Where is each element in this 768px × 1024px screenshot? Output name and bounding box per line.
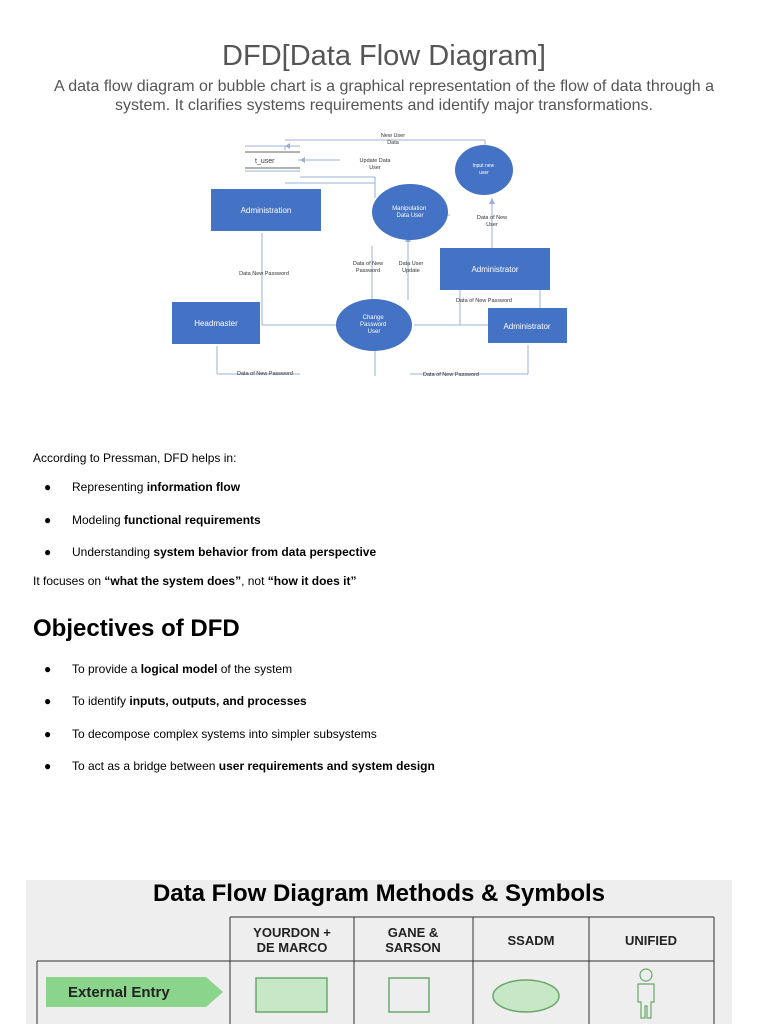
external-entry-label: External Entry xyxy=(68,984,170,1001)
svg-text:Input new user: Input new user xyxy=(472,163,495,176)
unified-actor-icon xyxy=(637,968,655,1019)
administrator-entity-2 xyxy=(488,308,567,343)
bullet-icon: ● xyxy=(44,694,52,708)
bullet-icon: ● xyxy=(44,662,52,676)
svg-text:Data of New Password: Data of New Password xyxy=(423,372,479,378)
svg-text:Administration: Administration xyxy=(241,206,292,215)
methods-symbols-figure: Data Flow Diagram Methods & Symbols YOUR… xyxy=(26,880,732,1024)
page-title: DFD[Data Flow Diagram] xyxy=(222,40,546,72)
svg-text:Data New Password: Data New Password xyxy=(239,271,289,277)
input-new-user-process xyxy=(455,145,513,195)
svg-text:Data of New Password: Data of New Password xyxy=(237,371,293,377)
bullet-icon: ● xyxy=(44,727,52,741)
svg-text:Headmaster: Headmaster xyxy=(194,319,238,328)
bullet-icon: ● xyxy=(44,480,52,494)
bullet-icon: ● xyxy=(44,759,52,773)
ssadm-oval-symbol xyxy=(492,979,560,1013)
manipulation-data-user-process xyxy=(372,184,448,240)
objectives-heading: Objectives of DFD xyxy=(33,615,240,642)
gane-sarson-square-symbol xyxy=(388,977,430,1013)
pressman-intro: According to Pressman, DFD helps in: xyxy=(33,451,237,465)
column-ssadm: SSADM xyxy=(508,933,555,948)
column-gane-sarson: GANE &SARSON xyxy=(385,925,441,955)
svg-text:Data of New Password: Data of New Password xyxy=(456,298,512,304)
bullet-icon: ● xyxy=(44,513,52,527)
headmaster-entity xyxy=(172,302,260,344)
focus-sentence: It focuses on “what the system does”, no… xyxy=(33,574,357,588)
svg-text:Administrator: Administrator xyxy=(503,322,550,331)
administration-entity xyxy=(211,189,321,231)
administrator-entity-1 xyxy=(440,248,550,290)
column-unified: UNIFIED xyxy=(625,933,677,948)
yourdon-rectangle-symbol xyxy=(255,977,328,1013)
svg-text:Administrator: Administrator xyxy=(471,265,518,274)
external-entry-arrow xyxy=(46,977,223,1007)
bullet-icon: ● xyxy=(44,545,52,559)
methods-title: Data Flow Diagram Methods & Symbols xyxy=(152,880,606,907)
column-yourdon: YOURDON +DE MARCO xyxy=(253,925,331,955)
svg-text:Manipulation Data User: Manipulation Data User xyxy=(392,206,428,219)
dfd-diagram: t_user Administration Headmaster Adminis… xyxy=(172,133,567,378)
intro-paragraph: A data flow diagram or bubble chart is a… xyxy=(54,78,714,114)
svg-text:Change Password User: Change Password User xyxy=(360,315,388,335)
t-user-store: t_user xyxy=(255,158,275,165)
change-password-user-process xyxy=(336,299,412,351)
